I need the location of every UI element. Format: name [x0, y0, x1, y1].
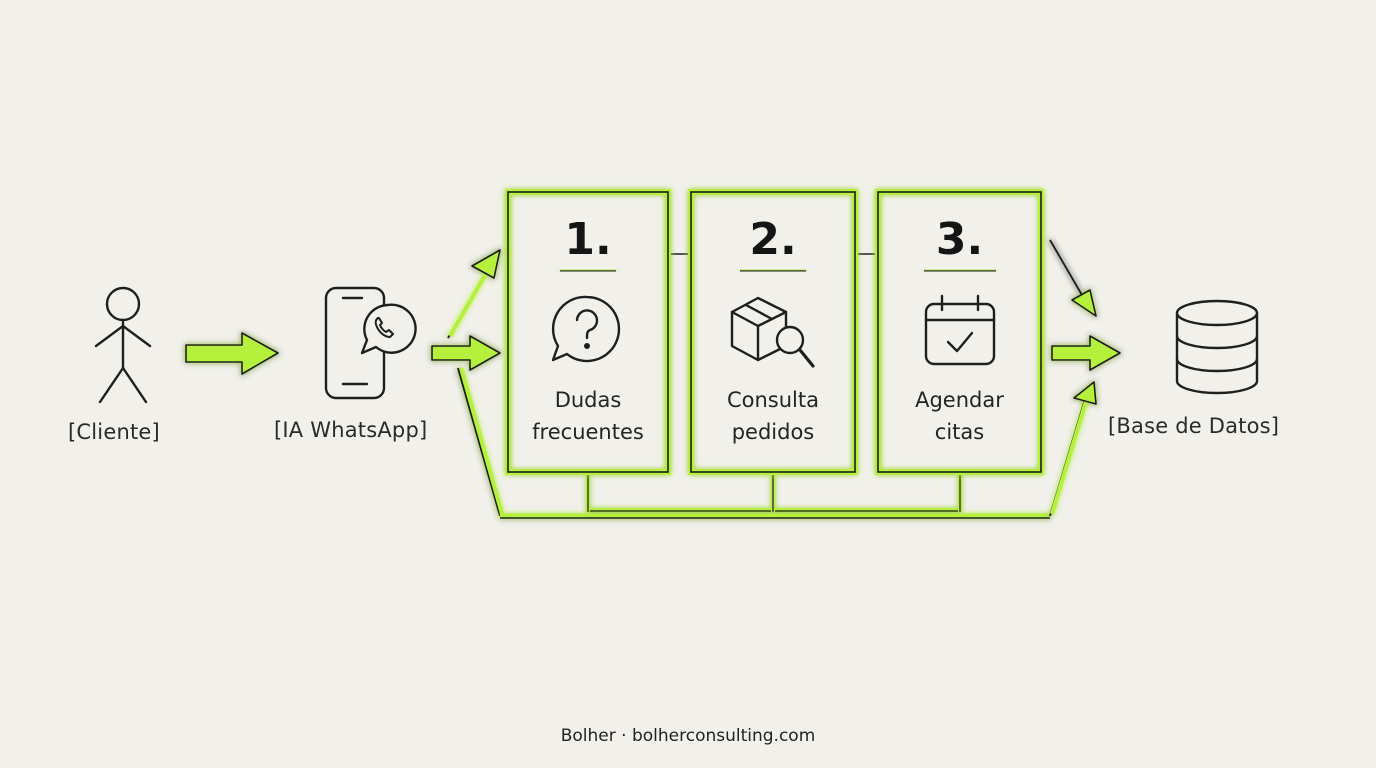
- number-underlines: [560, 268, 996, 272]
- step-box-2: [688, 189, 858, 475]
- client-label: [Cliente]: [68, 420, 160, 444]
- calendar-check-icon: [924, 294, 996, 366]
- client-person-icon: [94, 286, 152, 404]
- whatsapp-label: [IA WhatsApp]: [274, 418, 428, 442]
- arrow-client-to-whatsapp: [185, 332, 279, 375]
- footer-separator: ·: [621, 726, 627, 746]
- footer-site-link[interactable]: bolherconsulting.com: [631, 726, 816, 746]
- step-box-1: [505, 189, 671, 475]
- package-search-icon: [730, 296, 815, 368]
- footer-credit: Bolher · bolherconsulting.com: [0, 726, 1376, 746]
- question-bubble-icon: [551, 295, 621, 363]
- database-label: [Base de Datos]: [1108, 414, 1280, 438]
- step-box-3: [875, 189, 1044, 475]
- database-icon: [1175, 299, 1259, 395]
- step-1-title-line2: frecuentes: [532, 420, 644, 444]
- step-2-title-line1: Consulta: [726, 388, 819, 412]
- footer-brand: Bolher: [560, 726, 616, 746]
- step-3-number: 3.: [935, 214, 984, 265]
- step-3-title-line2: citas: [934, 420, 985, 444]
- step-2-number: 2.: [749, 214, 797, 265]
- phone-whatsapp-icon: [324, 286, 417, 400]
- bottom-connector-lines: [500, 474, 1050, 519]
- step-3-title-line1: Agendar: [915, 388, 1004, 412]
- step-1-title-line1: Dudas: [554, 388, 622, 412]
- step-2-title-line2: pedidos: [731, 420, 815, 444]
- arrows-boxes-to-database: [1049, 239, 1121, 517]
- arrows-whatsapp-to-boxes: [431, 249, 504, 517]
- step-1-number: 1.: [564, 214, 612, 265]
